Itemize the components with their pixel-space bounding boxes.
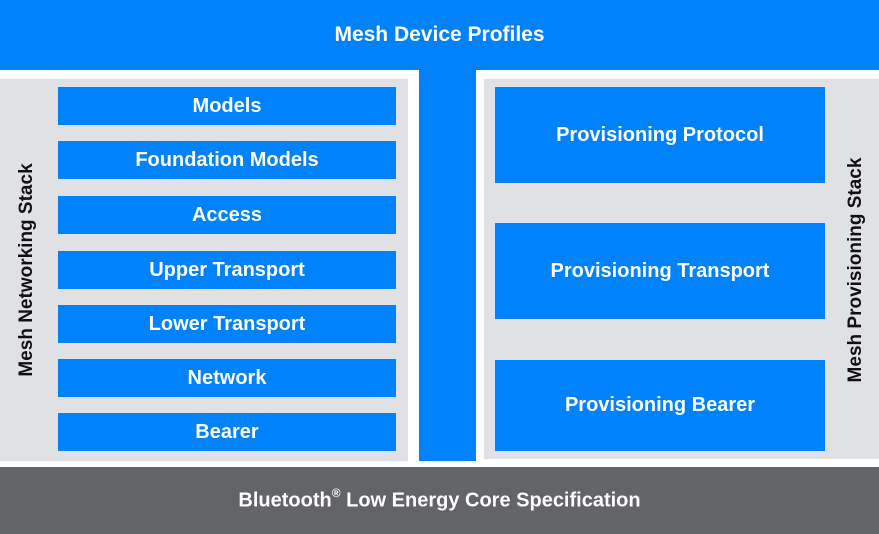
layer-provisioning-protocol: Provisioning Protocol [495, 87, 825, 183]
layer-label: Network [187, 366, 267, 389]
mesh-provisioning-stack-panel: Provisioning Protocol Provisioning Trans… [484, 79, 879, 459]
registered-mark: ® [331, 486, 341, 501]
layer-label: Provisioning Protocol [556, 123, 764, 146]
layer-lower-transport: Lower Transport [58, 305, 396, 343]
layer-label: Bearer [195, 420, 259, 443]
mesh-provisioning-stack-label: Mesh Provisioning Stack [845, 157, 866, 383]
layer-models: Models [58, 87, 396, 125]
ble-core-specification-bar: Bluetooth® Low Energy Core Specification [0, 467, 879, 534]
layer-label: Upper Transport [149, 258, 305, 281]
mesh-networking-stack-panel: Models Foundation Models Access Upper Tr… [0, 79, 408, 461]
layer-network: Network [58, 359, 396, 397]
core-suffix: Low Energy Core Specification [340, 489, 641, 512]
mesh-device-profiles-label: Mesh Device Profiles [334, 23, 545, 46]
layer-bearer: Bearer [58, 413, 396, 451]
layer-label: Foundation Models [135, 148, 319, 171]
layer-label: Provisioning Bearer [564, 394, 756, 416]
mesh-device-profiles-bar: Mesh Device Profiles [0, 0, 879, 70]
layer-label: Models [192, 94, 262, 117]
layer-foundation-models: Foundation Models [58, 141, 396, 179]
device-profiles-connector [419, 70, 476, 461]
layer-access: Access [58, 196, 396, 234]
core-prefix: Bluetooth [238, 489, 332, 512]
layer-provisioning-bearer: Provisioning Bearer [495, 360, 825, 451]
ble-core-specification-label: Bluetooth® Low Energy Core Specification [238, 486, 641, 513]
layer-provisioning-transport: Provisioning Transport [495, 223, 825, 319]
layer-label: Access [191, 203, 263, 226]
layer-label: Provisioning Transport [550, 259, 770, 282]
layer-label: Lower Transport [148, 312, 306, 335]
layer-upper-transport: Upper Transport [58, 251, 396, 289]
mesh-networking-stack-label: Mesh Networking Stack [16, 163, 37, 377]
